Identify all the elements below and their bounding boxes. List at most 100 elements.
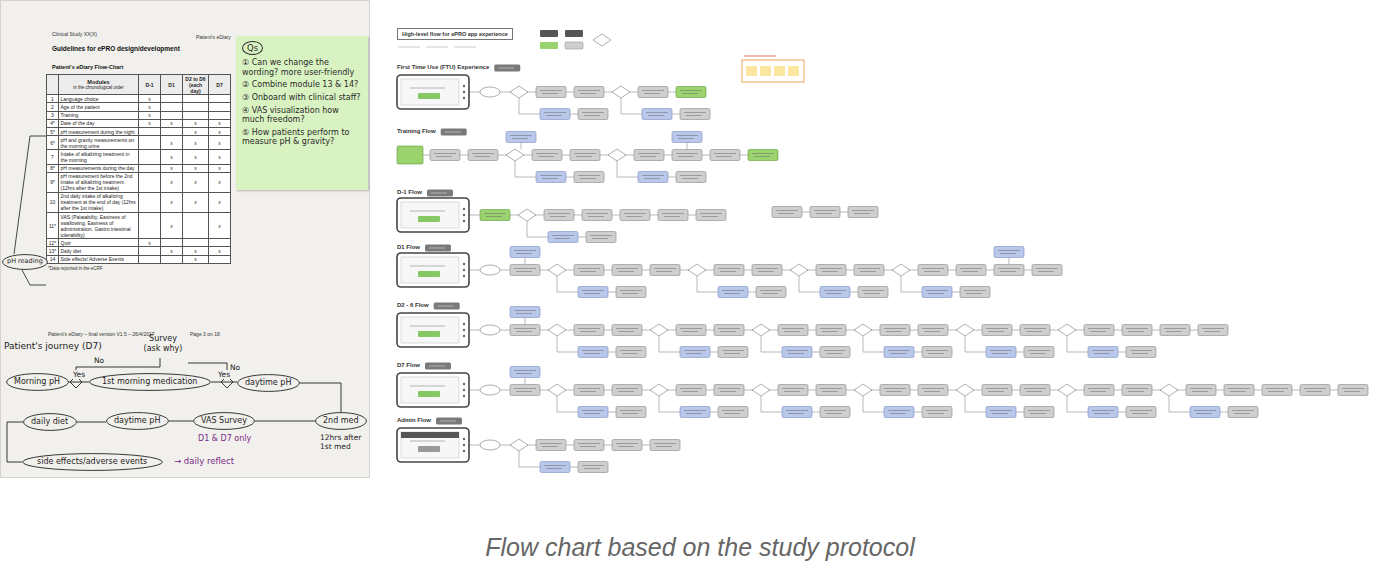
oval-shape <box>194 413 255 430</box>
oval-shape <box>7 374 69 391</box>
text-mark <box>516 391 532 392</box>
table-cell: x <box>209 136 231 150</box>
flow-lane <box>397 198 726 243</box>
flow-box <box>658 210 688 221</box>
text-mark <box>1128 391 1144 392</box>
table-cell: x <box>139 111 161 119</box>
flow-diamond <box>892 264 910 276</box>
text-mark <box>822 331 838 332</box>
flow-box <box>1186 385 1216 396</box>
text-mark <box>664 216 680 217</box>
section-tag <box>436 418 462 425</box>
cell-text: x <box>218 140 221 146</box>
flow-lane <box>397 367 1368 418</box>
sticky-note: Qs① Can we change the wording? more user… <box>236 36 368 190</box>
text-mark <box>888 410 910 411</box>
flow-diamond <box>548 384 566 396</box>
text-mark <box>640 156 656 157</box>
text-mark <box>854 213 870 214</box>
text-mark <box>680 175 702 176</box>
text-mark <box>678 156 694 157</box>
phone-button <box>463 220 465 222</box>
oval-shape <box>238 375 300 392</box>
text-mark <box>960 268 982 269</box>
table-cell: x <box>183 192 209 212</box>
text-mark <box>1024 328 1046 329</box>
text-mark <box>886 391 902 392</box>
text-mark <box>542 446 558 447</box>
oval-shape <box>90 374 211 391</box>
text-mark <box>622 413 638 414</box>
text-mark <box>445 132 461 133</box>
flow-box <box>574 440 604 451</box>
text-mark <box>1268 391 1284 392</box>
text-mark <box>618 391 634 392</box>
text-mark <box>786 350 808 351</box>
table-cell <box>209 95 231 103</box>
text-mark <box>654 268 676 269</box>
flow-box <box>634 150 664 161</box>
text-mark <box>584 353 600 354</box>
flow-box <box>1020 325 1050 336</box>
flow-box <box>1228 407 1258 418</box>
table-cell: x <box>161 213 183 239</box>
flow-box <box>772 207 802 218</box>
flow-box <box>1160 325 1190 336</box>
flow-diamond <box>1058 384 1076 396</box>
flow-lane <box>397 75 710 120</box>
flow-box <box>994 247 1024 258</box>
text-mark <box>686 413 702 414</box>
text-mark <box>472 153 494 154</box>
text-mark <box>580 178 596 179</box>
cell-text: x <box>170 248 173 254</box>
text-mark <box>682 391 698 392</box>
text-mark <box>722 290 744 291</box>
text-mark <box>1304 388 1326 389</box>
hand-connector <box>300 383 341 412</box>
text-mark <box>622 293 638 294</box>
flow-lane <box>397 307 1228 358</box>
text-mark <box>1036 268 1058 269</box>
phone-button <box>463 97 465 99</box>
table-cell <box>139 172 161 192</box>
text-mark <box>924 391 940 392</box>
cell-text: in the chronological order <box>61 85 137 90</box>
flow-diamond <box>510 86 528 98</box>
text-mark <box>718 268 740 269</box>
flow-lane <box>397 428 680 473</box>
flow-diamond <box>854 324 872 336</box>
flow-box <box>680 407 710 418</box>
table-cell: 12* <box>47 239 59 247</box>
text-mark <box>962 271 978 272</box>
text-mark <box>964 290 986 291</box>
text-mark <box>926 290 948 291</box>
text-mark <box>574 153 596 154</box>
phone-screen <box>401 432 459 458</box>
flow-box <box>696 210 726 221</box>
phone-mockup <box>397 198 469 232</box>
text-mark <box>1342 388 1364 389</box>
text-mark <box>580 93 596 94</box>
cell-text: pH measurements during the day <box>61 165 135 171</box>
table-cell: x <box>139 103 161 111</box>
text-mark <box>722 410 744 411</box>
flow-box <box>756 287 786 298</box>
cell-text: x <box>218 120 221 126</box>
text-mark <box>582 290 604 291</box>
text-mark <box>826 353 842 354</box>
text-mark <box>922 328 944 329</box>
phone-button <box>463 269 465 271</box>
flow-box <box>582 210 612 221</box>
text-mark <box>990 350 1012 351</box>
text-mark <box>682 331 698 332</box>
text-mark <box>538 156 554 157</box>
section-tag <box>434 303 460 310</box>
flow-box <box>1338 385 1368 396</box>
cell-text: x <box>170 165 173 171</box>
section-tag <box>425 245 451 252</box>
text-mark <box>410 326 445 327</box>
flow-box <box>480 210 510 221</box>
table-cell: Training <box>59 111 139 119</box>
section-label: First Time Use (FTU) Experience <box>397 64 489 70</box>
table-cell: x <box>209 192 231 212</box>
